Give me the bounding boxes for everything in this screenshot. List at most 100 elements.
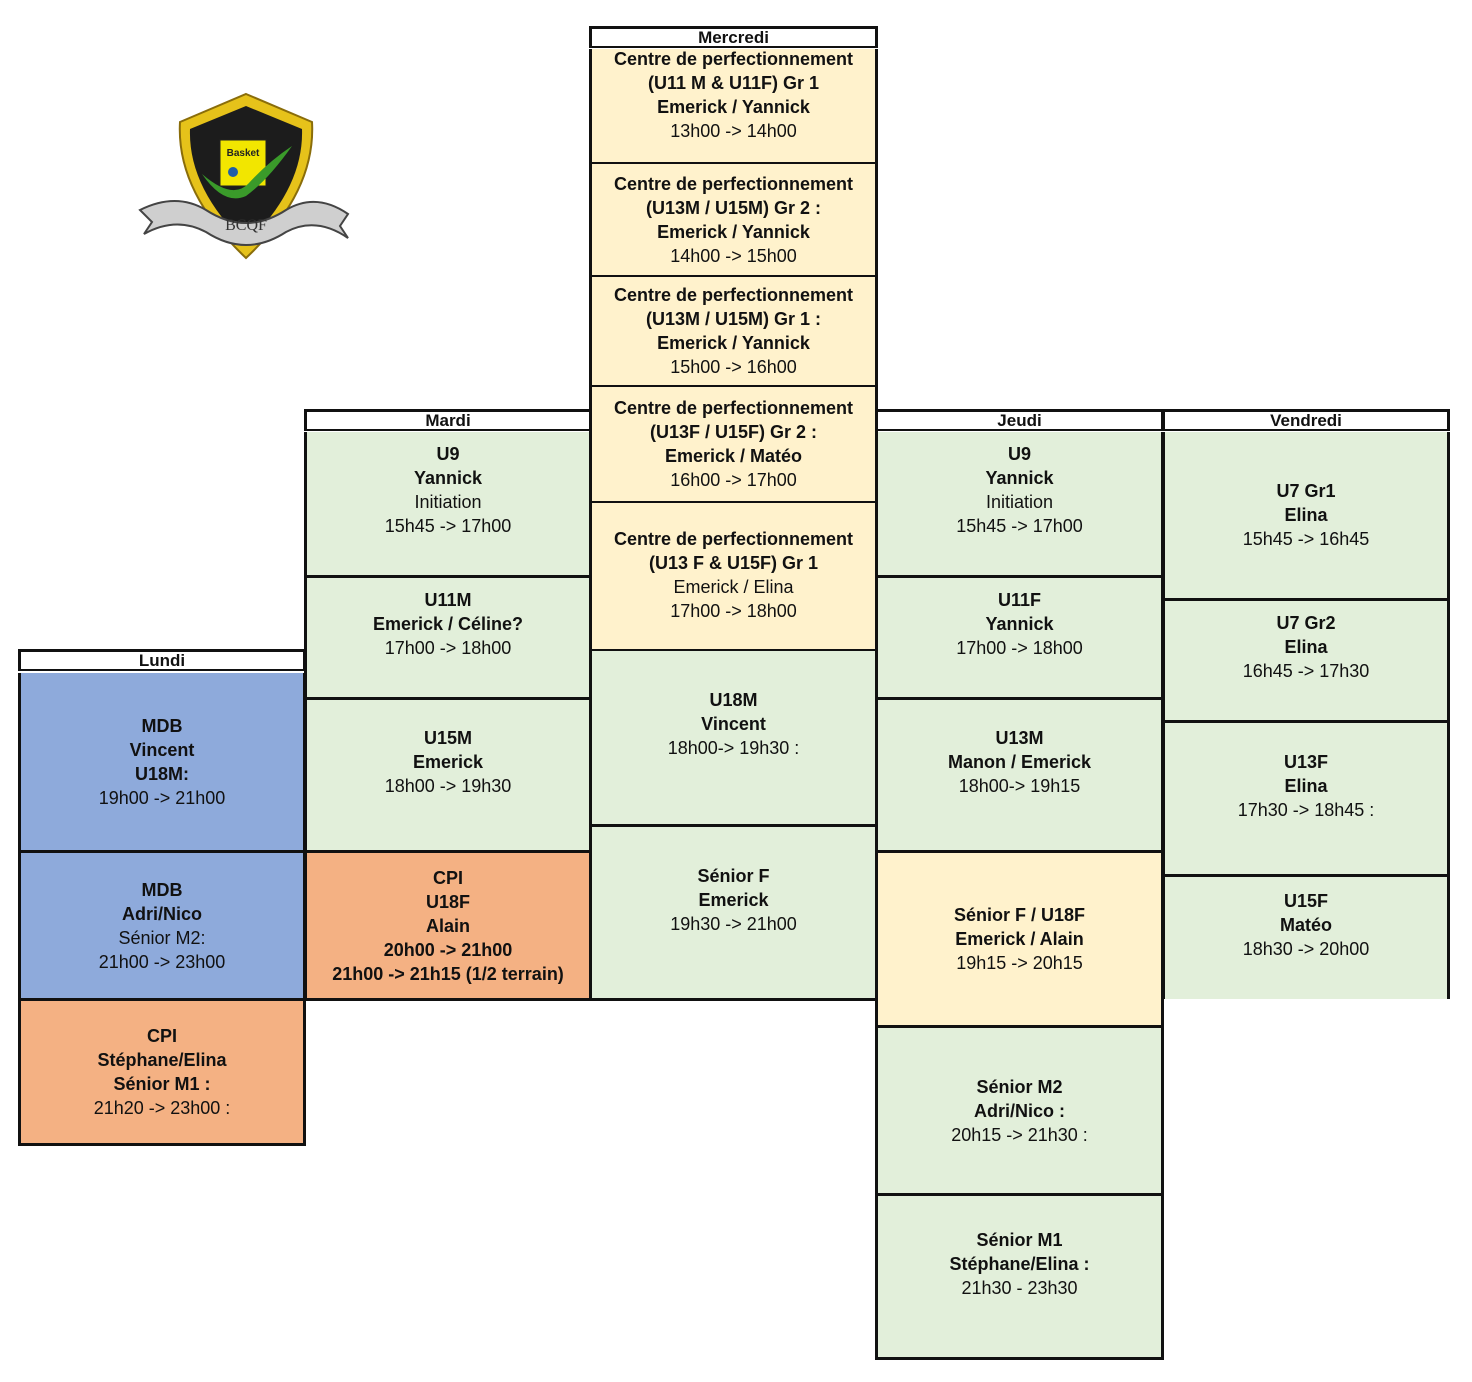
slot-line: Stéphane/Elina : xyxy=(949,1254,1090,1274)
slot-line: Yannick xyxy=(985,614,1054,634)
slot-line: (U13M / U15M) Gr 2 : xyxy=(645,197,822,218)
slot-line: 20h00 -> 21h00 xyxy=(383,940,513,960)
slot-line: MDB xyxy=(141,880,183,900)
slot-line: (U13 F & U15F) Gr 1 xyxy=(648,553,819,573)
slot-line: 17h00 -> 18h00 xyxy=(384,638,512,658)
slot-line: Vincent xyxy=(129,740,195,760)
slot-line: 15h45 -> 17h00 xyxy=(956,516,1083,536)
slot-line: 18h00-> 19h15 xyxy=(958,776,1081,796)
day-header-mardi: Mardi xyxy=(304,409,592,431)
slot-line: 13h00 -> 14h00 xyxy=(670,121,797,141)
slot-mercredi-2: Centre de perfectionnement (U13M / U15M)… xyxy=(589,164,878,275)
slot-vendredi-1: U7 Gr1 Elina 15h45 -> 16h45 xyxy=(1162,432,1450,598)
slot-line: Emerick / Alain xyxy=(955,929,1084,949)
slot-line: Sénior M2 xyxy=(976,1076,1063,1097)
slot-line: 16h00 -> 17h00 xyxy=(670,470,797,490)
slot-line: (U13M / U15M) Gr 1 : xyxy=(645,309,822,329)
slot-jeudi-2: U11F Yannick 17h00 -> 18h00 xyxy=(875,578,1164,697)
slot-line: 21h00 -> 21h15 (1/2 terrain) xyxy=(332,964,564,984)
slot-line: 17h00 -> 18h00 xyxy=(670,601,797,621)
slot-mercredi-5: Centre de perfectionnement (U13 F & U15F… xyxy=(589,503,878,649)
slot-line: Matéo xyxy=(1279,915,1332,935)
slot-line: Centre de perfectionnement xyxy=(613,173,854,194)
slot-mercredi-3: Centre de perfectionnement (U13M / U15M)… xyxy=(589,277,878,385)
slot-line: 15h45 -> 17h00 xyxy=(384,516,512,536)
slot-line: Sénior F xyxy=(697,866,770,886)
slot-line: 18h00 -> 19h30 xyxy=(384,776,512,796)
slot-line: 16h45 -> 17h30 xyxy=(1242,661,1370,681)
slot-line: Centre de perfectionnement xyxy=(613,398,854,418)
slot-jeudi-6: Sénior M1 Stéphane/Elina : 21h30 - 23h30 xyxy=(875,1196,1164,1360)
slot-line: (U11 M & U11F) Gr 1 xyxy=(647,73,820,93)
slot-line: Centre de perfectionnement xyxy=(613,285,854,305)
slot-line: 15h45 -> 16h45 xyxy=(1242,529,1370,549)
slot-mardi-2: U11M Emerick / Céline? 17h00 -> 18h00 xyxy=(304,578,592,697)
slot-vendredi-2: U7 Gr2 Elina 16h45 -> 17h30 xyxy=(1162,601,1450,720)
slot-mardi-1: U9 Yannick Initiation 15h45 -> 17h00 xyxy=(304,432,592,575)
slot-line: Emerick / Yannick xyxy=(657,333,810,353)
slot-line: U7 Gr2 xyxy=(1276,613,1336,633)
slot-line: 19h00 -> 21h00 xyxy=(98,788,226,808)
slot-line: CPI xyxy=(146,1026,177,1046)
slot-line: Vincent xyxy=(701,714,766,734)
slot-line: Sénior F / U18F xyxy=(953,905,1086,925)
slot-line: (U13F / U15F) Gr 2 : xyxy=(649,422,818,442)
day-header-vendredi: Vendredi xyxy=(1162,409,1450,431)
slot-line: U11F xyxy=(997,590,1042,610)
slot-vendredi-3: U13F Elina 17h30 -> 18h45 : xyxy=(1162,723,1450,874)
slot-line: 21h00 -> 23h00 xyxy=(98,952,226,972)
slot-jeudi-1: U9 Yannick Initiation 15h45 -> 17h00 xyxy=(875,432,1164,575)
slot-line: 21h30 - 23h30 xyxy=(961,1278,1078,1298)
slot-line: Elina xyxy=(1284,505,1328,525)
slot-line: 18h00-> 19h30 : xyxy=(667,738,800,758)
slot-line: 14h00 -> 15h00 xyxy=(670,245,797,266)
slot-line: Adri/Nico xyxy=(121,904,202,924)
slot-line: Emerick / Yannick xyxy=(657,97,810,117)
slot-line: Stéphane/Elina xyxy=(97,1050,227,1070)
slot-line: Manon / Emerick xyxy=(947,752,1092,772)
slot-mardi-3: U15M Emerick 18h00 -> 19h30 xyxy=(304,700,592,850)
slot-line: Emerick xyxy=(698,890,769,910)
slot-line: Yannick xyxy=(985,468,1054,488)
day-header-lundi: Lundi xyxy=(18,649,306,671)
slot-line: U11M xyxy=(424,590,472,610)
slot-line: U18M: xyxy=(134,764,189,784)
slot-line: U15M xyxy=(423,728,472,748)
slot-line: U9 xyxy=(1007,444,1031,464)
slot-line: U7 Gr1 xyxy=(1276,481,1336,501)
slot-jeudi-4: Sénior F / U18F Emerick / Alain 19h15 ->… xyxy=(875,853,1164,1025)
slot-mercredi-6: U18M Vincent 18h00-> 19h30 : xyxy=(589,651,878,824)
slot-line: Centre de perfectionnement xyxy=(613,529,854,549)
slot-line: Elina xyxy=(1284,637,1328,657)
slot-line: 17h30 -> 18h45 : xyxy=(1237,800,1375,820)
day-header-mercredi: Mercredi xyxy=(589,26,878,48)
slot-line: Emerick / Matéo xyxy=(664,446,803,466)
slot-jeudi-5: Sénior M2 Adri/Nico : 20h15 -> 21h30 : xyxy=(875,1028,1164,1193)
slot-line: Sénior M2: xyxy=(118,928,206,948)
slot-line: CPI xyxy=(432,868,463,888)
slot-line: U18M xyxy=(709,690,758,710)
slot-lundi-2: MDB Adri/Nico Sénior M2: 21h00 -> 23h00 xyxy=(18,853,306,999)
slot-line: 20h15 -> 21h30 : xyxy=(951,1124,1088,1145)
slot-line: U9 xyxy=(436,444,460,464)
slot-line: Centre de perfectionnement xyxy=(613,49,854,69)
slot-line: MDB xyxy=(141,716,183,736)
slot-line: 15h00 -> 16h00 xyxy=(670,357,797,377)
slot-line: Adri/Nico : xyxy=(973,1100,1065,1121)
slot-lundi-1: MDB Vincent U18M: 19h00 -> 21h00 xyxy=(18,673,306,851)
slot-mardi-4: CPI U18F Alain 20h00 -> 21h00 21h00 -> 2… xyxy=(304,853,592,999)
slot-mercredi-7: Sénior F Emerick 19h30 -> 21h00 xyxy=(589,827,878,999)
slot-vendredi-4: U15F Matéo 18h30 -> 20h00 xyxy=(1162,877,1450,999)
slot-line: Emerick xyxy=(412,752,484,772)
slot-mercredi-4: Centre de perfectionnement (U13F / U15F)… xyxy=(589,387,878,501)
club-logo: Basket BCQF xyxy=(138,92,350,260)
slot-line: Yannick xyxy=(413,468,483,488)
day-header-jeudi: Jeudi xyxy=(875,409,1164,431)
slot-line: Alain xyxy=(425,916,470,936)
slot-line: 18h30 -> 20h00 xyxy=(1242,939,1370,959)
slot-line: 17h00 -> 18h00 xyxy=(956,638,1083,658)
slot-line: U13M xyxy=(995,728,1044,748)
slot-line: Emerick / Elina xyxy=(673,577,794,597)
slot-jeudi-3: U13M Manon / Emerick 18h00-> 19h15 xyxy=(875,700,1164,850)
svg-text:BCQF: BCQF xyxy=(225,217,267,234)
